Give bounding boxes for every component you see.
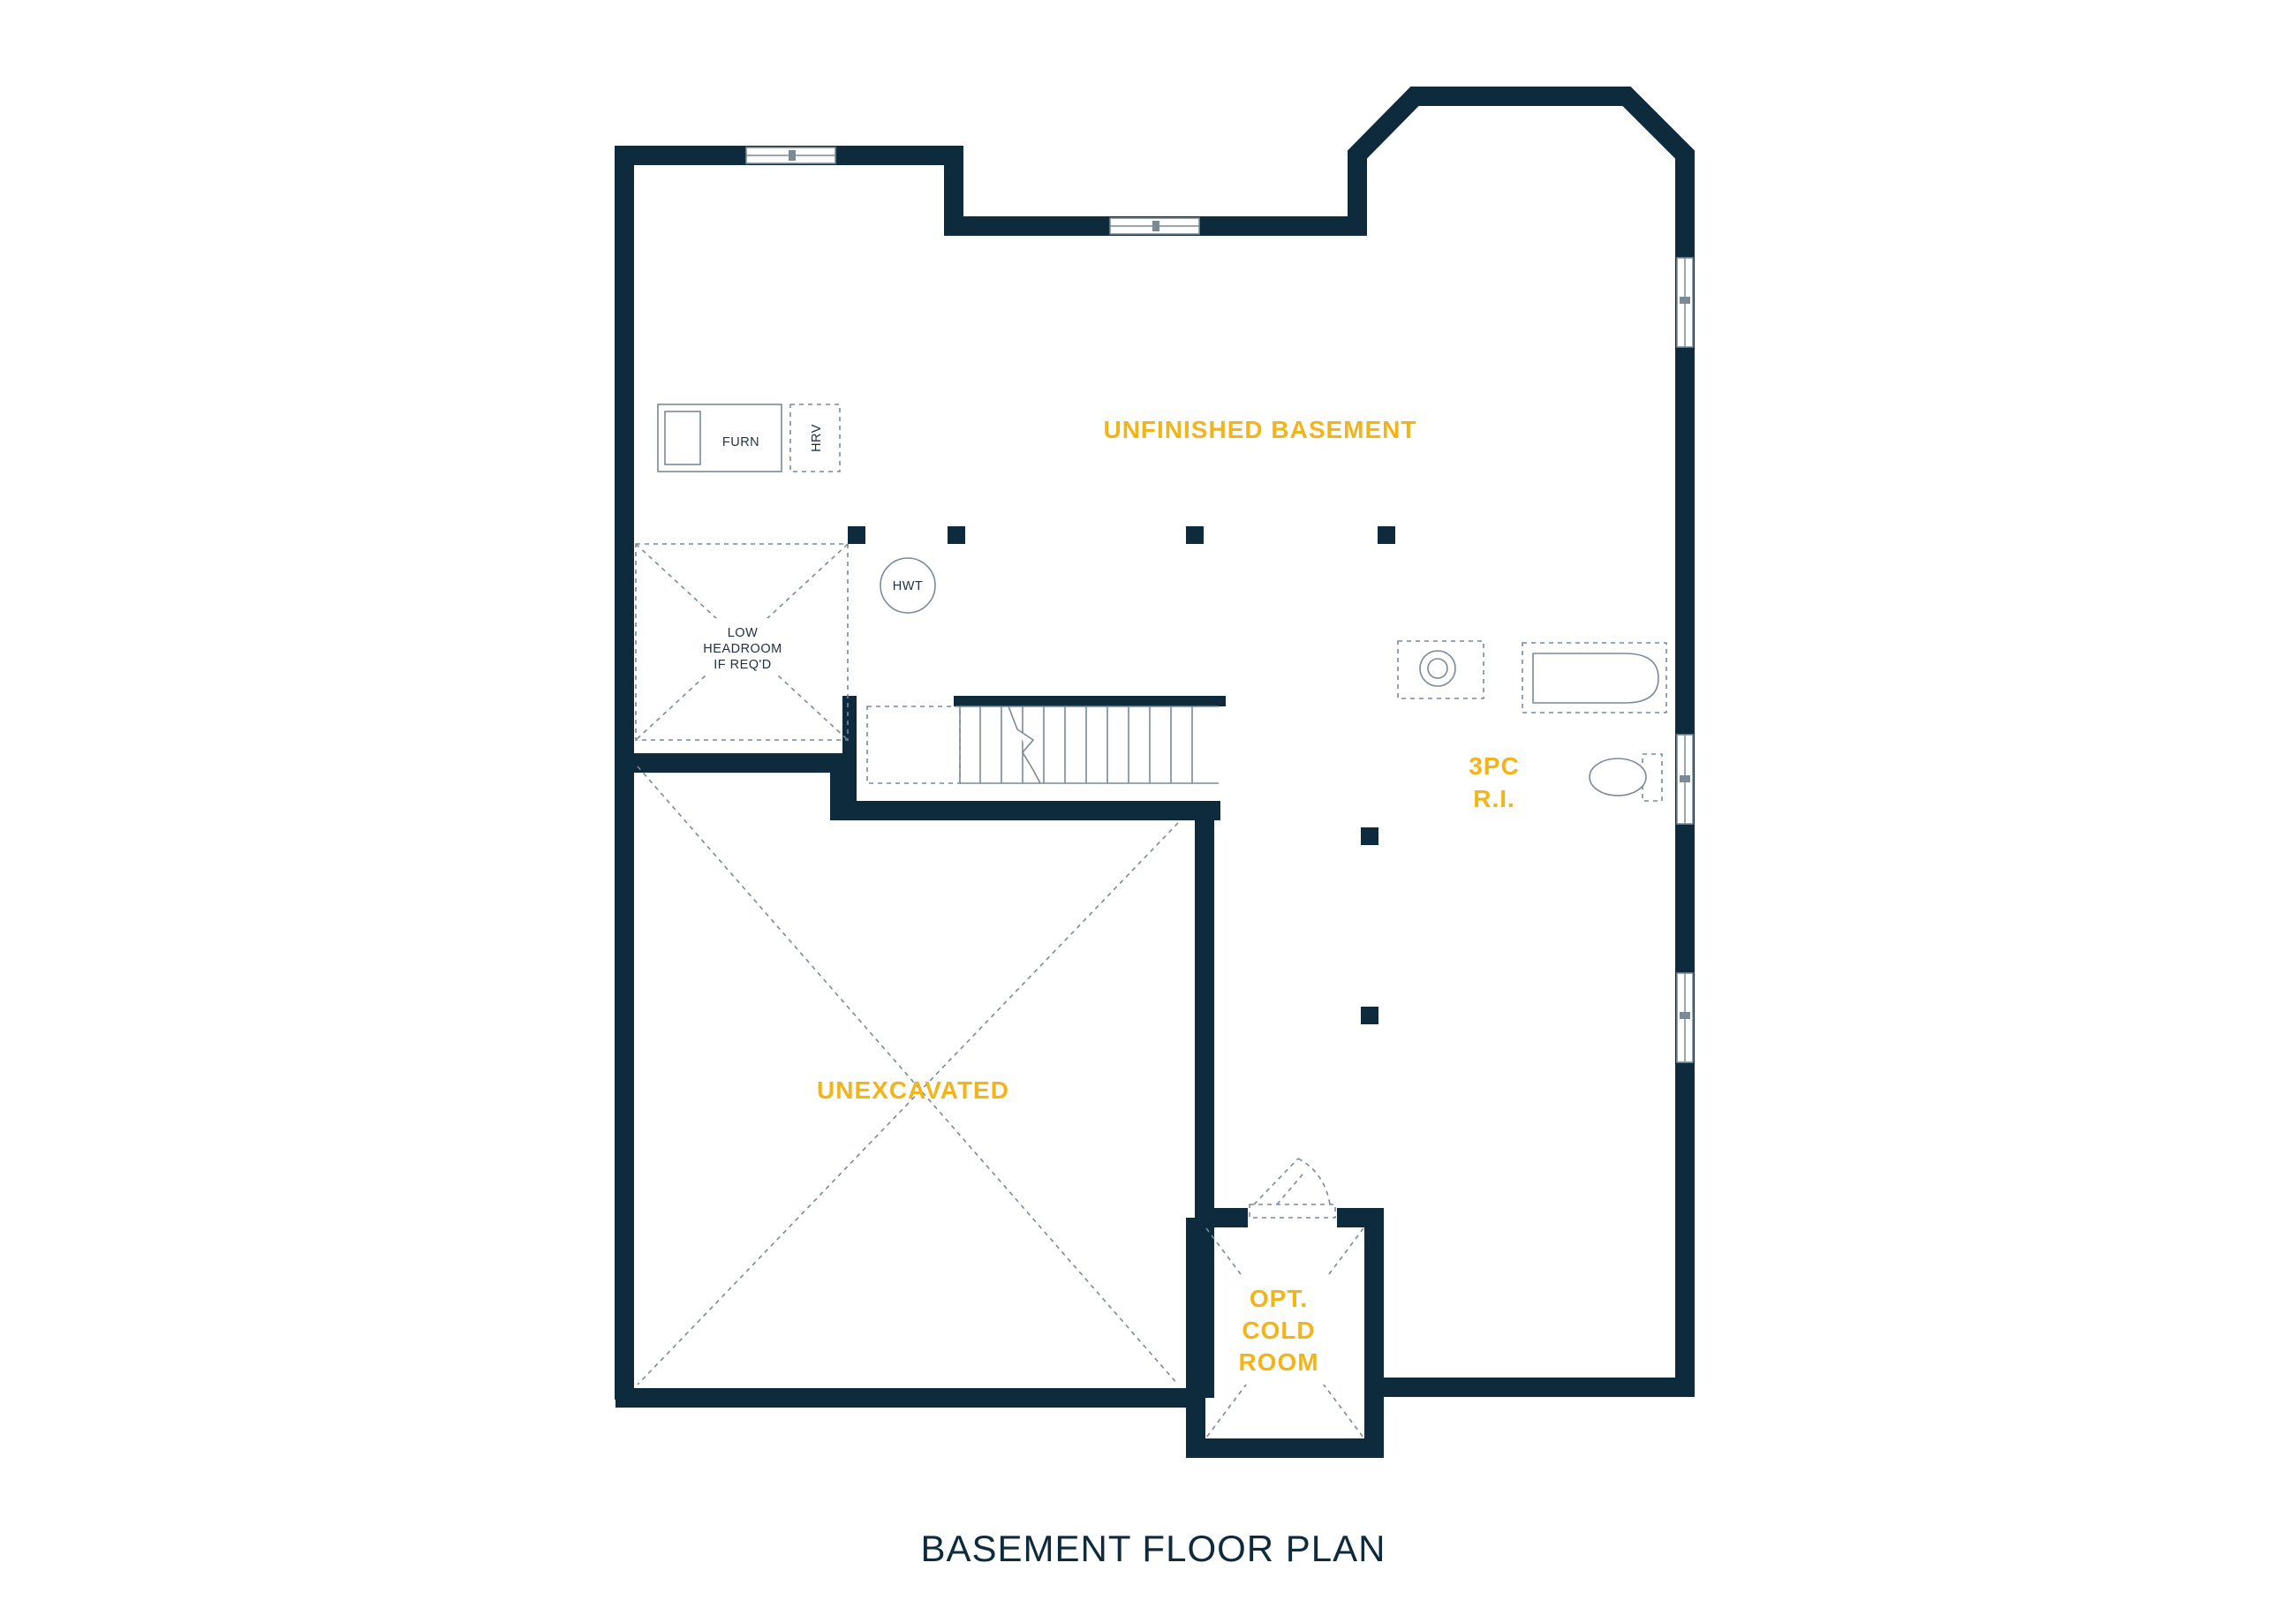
- staircase: [866, 706, 1219, 784]
- bath-label-line-1: 3PC: [1469, 752, 1519, 780]
- support-post: [848, 526, 865, 544]
- window-east-2: [1676, 734, 1694, 825]
- window-east-3: [1676, 972, 1694, 1063]
- exterior-wall: [615, 87, 1695, 1400]
- furnace: FURN: [657, 404, 782, 472]
- hot-water-tank: HWT: [880, 557, 936, 614]
- support-post: [1186, 526, 1204, 544]
- unexcavated-partition-wall: [634, 753, 1220, 820]
- support-posts: [848, 526, 1395, 1024]
- support-post: [948, 526, 965, 544]
- plan-title: BASEMENT FLOOR PLAN: [920, 1528, 1386, 1569]
- window-east-1: [1676, 257, 1694, 348]
- vanity-sink: [1397, 640, 1484, 699]
- low-headroom-area: LOW HEADROOM IF REQ'D: [635, 543, 849, 741]
- hrv: HRV: [789, 404, 841, 472]
- unexcavated-area: [637, 766, 1179, 1385]
- unexcavated-label: UNEXCAVATED: [817, 1076, 1009, 1104]
- toilet: [1589, 753, 1663, 802]
- stair-break-line: [1008, 706, 1041, 784]
- hrv-label: HRV: [810, 424, 824, 452]
- low-headroom-label-3: IF REQ'D: [714, 658, 772, 672]
- cold-room-label-line-3: ROOM: [1238, 1348, 1318, 1376]
- low-headroom-label-1: LOW: [728, 626, 759, 640]
- window-north-2: [1109, 217, 1200, 235]
- bath-label-line-2: R.I.: [1473, 785, 1515, 812]
- hwt-label: HWT: [893, 579, 924, 593]
- cold-room-area: [1205, 1227, 1364, 1438]
- support-post: [1361, 1007, 1378, 1024]
- cold-room-label-line-1: OPT.: [1250, 1285, 1308, 1312]
- stair-treads: [979, 706, 1193, 783]
- low-headroom-label-2: HEADROOM: [703, 642, 782, 656]
- support-post: [1361, 827, 1378, 845]
- cold-room-label-line-2: COLD: [1242, 1317, 1315, 1344]
- support-post: [1378, 526, 1395, 544]
- furnace-label: FURN: [722, 435, 759, 449]
- bathtub: [1522, 642, 1667, 713]
- window-north-1: [745, 147, 836, 164]
- unfinished-basement-label: UNFINISHED BASEMENT: [1103, 416, 1416, 443]
- cold-room-door: [1249, 1158, 1336, 1219]
